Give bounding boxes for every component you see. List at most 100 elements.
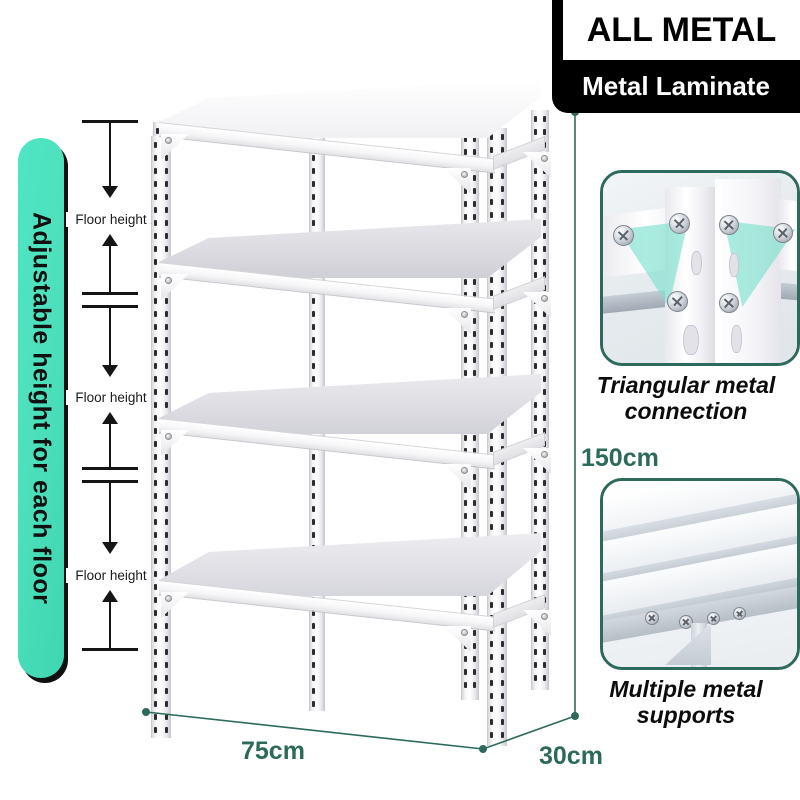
slot-hole [464, 656, 467, 662]
slot-hole [534, 259, 537, 265]
slot-hole [165, 298, 168, 304]
slot-hole [165, 610, 168, 616]
slot-hole [473, 292, 476, 298]
slot-hole [312, 155, 315, 161]
slot-hole [490, 706, 493, 712]
arrow-up-icon [102, 234, 118, 246]
slot-hole [165, 246, 168, 252]
slot-hole [154, 571, 157, 577]
slot-hole [543, 545, 546, 551]
slot-hole [464, 682, 467, 688]
slot-hole [501, 511, 504, 517]
slot-hole [473, 630, 476, 636]
slot-hole [534, 675, 537, 681]
slot-hole [534, 428, 537, 434]
slot-hole [464, 357, 467, 363]
feature-card-triangular-connection [600, 170, 800, 366]
slot-hole [165, 155, 168, 161]
slot-hole [165, 207, 168, 213]
slot-hole [165, 324, 168, 330]
slot-hole [154, 610, 157, 616]
slot-hole [473, 643, 476, 649]
tick-mark [82, 467, 138, 470]
slot-hole [473, 604, 476, 610]
shelving-unit [145, 79, 575, 750]
slot-hole [543, 129, 546, 135]
slot-hole [473, 526, 476, 532]
measure-line [109, 122, 111, 188]
slot-hole [165, 233, 168, 239]
slot-hole [312, 168, 315, 174]
floor-height-label-1: Floor height [66, 212, 156, 227]
slot-hole [473, 500, 476, 506]
slot-hole [490, 485, 493, 491]
slot-hole [312, 623, 315, 629]
slot-hole [543, 519, 546, 525]
slot-hole [154, 285, 157, 291]
floor-height-label-2: Floor height [66, 390, 156, 405]
slot-hole [490, 472, 493, 478]
slot-hole [534, 363, 537, 369]
slot-hole [473, 435, 476, 441]
slot-hole [534, 636, 537, 642]
slot-hole [490, 342, 493, 348]
bolt-icon [679, 615, 693, 629]
slot-hole [154, 480, 157, 486]
slot-hole [154, 259, 157, 265]
measure-line [109, 482, 111, 544]
slot-hole [154, 155, 157, 161]
shelf-underside-photo [603, 481, 797, 667]
slot-hole [154, 389, 157, 395]
slot-hole [165, 571, 168, 577]
slot-hole [165, 532, 168, 538]
slot-hole [154, 402, 157, 408]
slot-hole [543, 662, 546, 668]
callout-label: Adjustable height for each floor [27, 211, 56, 605]
caption-line-1: Triangular metal [596, 372, 776, 398]
feature-card-multiple-supports [600, 478, 800, 670]
tick-mark [82, 648, 138, 651]
bolt-icon [645, 611, 659, 625]
callout-pill: Adjustable height for each floor [18, 138, 64, 678]
bolt-icon [461, 629, 468, 636]
bolt-icon [461, 311, 468, 318]
slot-hole [154, 168, 157, 174]
slot-hole [165, 350, 168, 356]
slot-hole [543, 337, 546, 343]
bolt-icon [707, 612, 720, 625]
slot-hole [534, 480, 537, 486]
slot-hole [154, 493, 157, 499]
slot-hole [165, 181, 168, 187]
slot-hole [464, 513, 467, 519]
screw-icon [719, 215, 739, 235]
slot-hole [490, 186, 493, 192]
slot-hole [312, 649, 315, 655]
slot-hole [154, 415, 157, 421]
slot-hole [543, 584, 546, 590]
slot-hole [312, 350, 315, 356]
slot-hole [312, 675, 315, 681]
bolt-icon [461, 171, 468, 178]
arrow-down-icon [102, 365, 118, 377]
slot-hole [543, 467, 546, 473]
slot-hole [154, 636, 157, 642]
slot-hole [312, 532, 315, 538]
slot-hole [473, 175, 476, 181]
slot-hole [501, 732, 504, 738]
slot-hole [543, 259, 546, 265]
slot-hole [464, 344, 467, 350]
slot-hole [473, 318, 476, 324]
slot-hole [464, 435, 467, 441]
slot-hole [534, 311, 537, 317]
slot-oval [731, 325, 742, 353]
slot-hole [165, 337, 168, 343]
measure-line [109, 246, 111, 294]
slot-hole [473, 214, 476, 220]
slot-hole [154, 558, 157, 564]
slot-hole [312, 337, 315, 343]
slot-hole [543, 272, 546, 278]
slot-hole [534, 506, 537, 512]
slot-hole [534, 571, 537, 577]
slot-hole [165, 363, 168, 369]
slot-hole [501, 186, 504, 192]
